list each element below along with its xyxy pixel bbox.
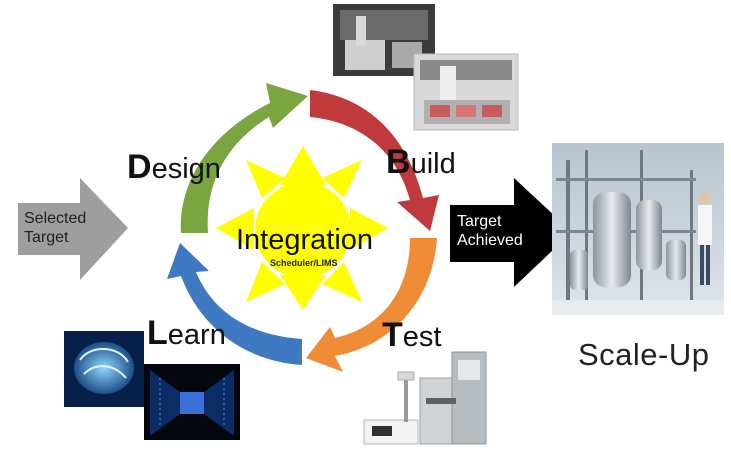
- liquid-handler-photo: [413, 53, 519, 131]
- test-arrow: [306, 238, 437, 372]
- build-arrow: [310, 90, 439, 231]
- scale-up-label: Scale-Up: [578, 337, 710, 372]
- output-arrow-line1: Target: [457, 213, 502, 230]
- test-label: Test: [382, 318, 441, 352]
- test-rest: est: [402, 321, 442, 353]
- design-label: Design: [127, 150, 221, 184]
- learn-rest: earn: [167, 319, 226, 351]
- build-initial: B: [386, 143, 411, 181]
- output-arrow-line2: Achieved: [457, 232, 523, 249]
- design-arrow: [180, 83, 308, 233]
- input-arrow-label: Selected Target: [24, 209, 86, 247]
- input-arrow: [18, 178, 128, 280]
- learn-initial: L: [147, 314, 168, 352]
- output-arrow: [450, 178, 572, 287]
- design-rest: esign: [151, 153, 221, 185]
- brain-scan-photo: [64, 331, 144, 407]
- design-initial: D: [127, 148, 152, 186]
- mass-spectrometer-photo: [419, 351, 487, 445]
- bioreactor-photo: [552, 143, 724, 315]
- build-rest: uild: [410, 148, 456, 180]
- output-arrow-label: Target Achieved: [457, 212, 523, 250]
- server-room-photo: [144, 364, 240, 440]
- learn-label: Learn: [147, 316, 226, 350]
- integration-star: [216, 146, 388, 310]
- integration-title: Integration: [236, 224, 374, 256]
- learn-arrow: [167, 243, 302, 365]
- analytical-instrument-photo: [363, 371, 419, 445]
- test-initial: T: [382, 316, 403, 354]
- input-arrow-line1: Selected: [24, 210, 87, 227]
- build-label: Build: [386, 145, 456, 179]
- input-arrow-line2: Target: [24, 229, 69, 246]
- integration-subtitle: Scheduler/LIMS: [270, 258, 338, 268]
